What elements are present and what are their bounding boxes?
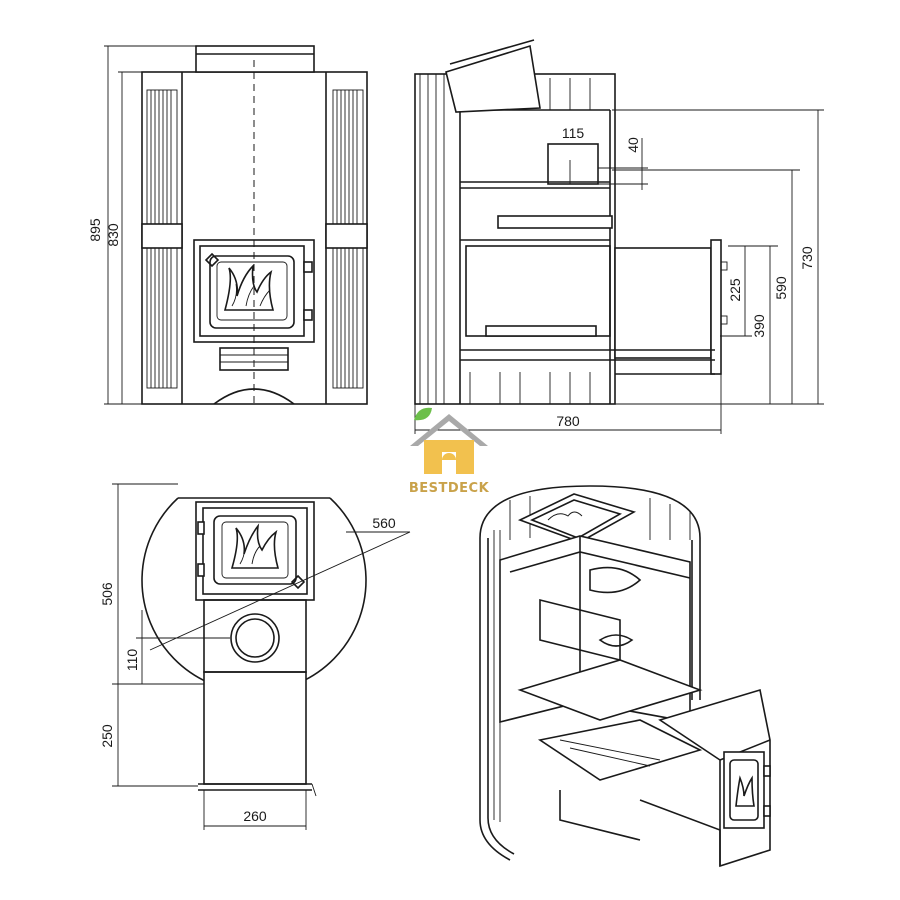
dim-side-depth: 780	[556, 413, 580, 429]
dim-top-offset: 110	[124, 649, 140, 672]
dim-front-height-body: 830	[105, 223, 121, 247]
dim-tunnel-length: 250	[99, 724, 115, 748]
leaf-icon	[414, 407, 432, 421]
dim-chimney-gap: 40	[625, 137, 641, 153]
dim-top-diameter: 560	[372, 515, 396, 531]
isometric-cutaway	[479, 485, 771, 868]
dim-side-height-730: 730	[799, 246, 815, 270]
dim-side-height-590: 590	[773, 276, 789, 300]
dim-top-depth: 506	[99, 582, 115, 606]
brand-name: BESTDECK	[409, 481, 490, 496]
dim-chimney-width: 115	[562, 125, 585, 141]
dim-side-height-390: 390	[751, 314, 767, 338]
dim-tunnel-width: 260	[243, 808, 267, 824]
front-left-mesh	[146, 89, 178, 389]
bestdeck-logo: BESTDECK	[409, 407, 490, 496]
house-roof-icon	[410, 414, 488, 446]
dim-side-height-225: 225	[727, 278, 743, 302]
dim-front-height-total: 895	[87, 218, 103, 242]
top-view: 560 506 110 250 260	[99, 483, 411, 830]
side-view: 115 40 730 590 390 225 780	[414, 39, 824, 434]
front-view: 895 830	[87, 45, 368, 405]
